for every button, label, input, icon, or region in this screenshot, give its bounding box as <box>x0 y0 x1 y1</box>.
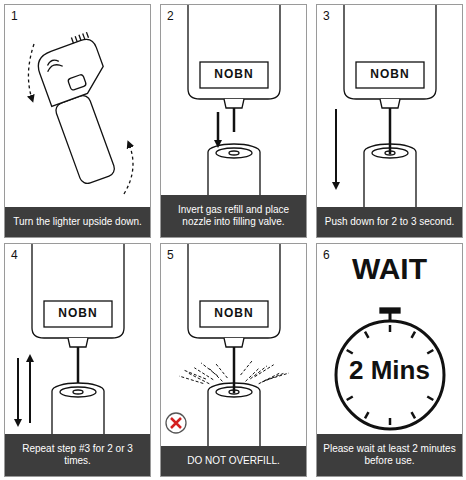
can-label <box>44 301 112 327</box>
drawing-stroke <box>45 58 63 72</box>
stopwatch-tick <box>347 350 353 354</box>
drawing-stroke <box>86 32 88 38</box>
spray-line <box>188 373 209 384</box>
nozzle <box>68 338 88 347</box>
brand-logo: NOBN <box>56 306 99 320</box>
can-label <box>200 62 268 88</box>
push-arrow <box>29 358 31 423</box>
caption-bar: Repeat step #3 for 2 or 3 times. <box>5 434 150 476</box>
spray-line <box>255 365 274 377</box>
time-label: 2 Mins <box>317 355 462 386</box>
can-label <box>356 62 424 88</box>
step-number: 2 <box>167 9 174 23</box>
drawing-stroke <box>71 38 73 44</box>
drawing-stroke <box>54 93 117 185</box>
push-arrow <box>335 109 337 186</box>
spray-line <box>259 373 280 384</box>
drawing-stroke <box>67 74 86 91</box>
step-panel: 6WAIT 2 MinsPlease wait at least 2 minute… <box>316 243 463 477</box>
drawing-stroke <box>83 33 85 39</box>
nozzle <box>224 338 244 347</box>
gas-can <box>188 5 280 99</box>
nozzle <box>224 99 244 108</box>
filling-valve <box>229 151 239 155</box>
nozzle-stem <box>389 108 392 154</box>
forbidden-mark <box>171 418 181 428</box>
filling-valve <box>216 387 252 397</box>
stopwatch-tick <box>389 418 392 425</box>
lighter-base <box>208 383 260 453</box>
push-arrow <box>217 112 220 144</box>
step-number: 5 <box>167 248 174 262</box>
rotate-arrow <box>124 144 133 194</box>
nozzle-stem <box>233 347 236 393</box>
step-panel: 3Push down for 2 to 3 second. <box>316 4 463 238</box>
nozzle-stem <box>77 347 80 383</box>
caption-bar: Turn the lighter upside down. <box>5 207 150 237</box>
spray-line <box>183 370 206 379</box>
caption-bar: DO NOT OVERFILL. <box>161 446 306 476</box>
step-number: 1 <box>11 9 18 23</box>
spray-line <box>241 361 252 375</box>
brand-logo: NOBN <box>368 67 411 81</box>
brand-logo: NOBN <box>212 306 255 320</box>
stopwatch-tick <box>412 332 416 338</box>
step-panel: 4Repeat step #3 for 2 or 3 times. <box>4 243 151 477</box>
lighter-figure <box>32 31 139 187</box>
spray-line <box>246 368 260 382</box>
forbidden-mark <box>166 413 186 433</box>
nozzle <box>380 99 400 108</box>
nozzle-stem <box>233 108 236 132</box>
brand-logo: NOBN <box>212 67 255 81</box>
drawing-stroke <box>34 36 110 106</box>
filling-valve <box>229 390 239 394</box>
caption-bar: Please wait at least 2 minutes before us… <box>317 434 462 476</box>
stopwatch-tick <box>427 350 433 354</box>
step-panel: 2Invert gas refill and place nozzle into… <box>160 4 307 238</box>
step-panel: 1Turn the lighter upside down. <box>4 4 151 238</box>
stopwatch-tick <box>365 332 369 338</box>
filling-valve <box>60 387 96 397</box>
step-number: 3 <box>323 9 330 23</box>
stopwatch-crown <box>389 313 392 321</box>
drawing-stroke <box>75 36 77 42</box>
push-arrow <box>17 358 19 423</box>
stopwatch-tick <box>365 412 369 418</box>
gas-can <box>188 244 280 338</box>
lighter-base <box>364 144 416 214</box>
filling-valve <box>372 148 408 158</box>
step-number: 6 <box>323 248 330 262</box>
caption-bar: Push down for 2 to 3 second. <box>317 207 462 237</box>
wait-heading: WAIT <box>317 252 462 286</box>
stopwatch-tick <box>427 397 433 401</box>
step-panel: 5 DO NOT OVERFILL. <box>160 243 307 477</box>
stopwatch-tick <box>412 412 416 418</box>
step-number: 4 <box>11 248 18 262</box>
stopwatch-tick <box>389 325 392 332</box>
rotate-arrow <box>28 44 34 99</box>
stopwatch-tick <box>347 397 353 401</box>
spray-line <box>179 376 203 383</box>
filling-valve <box>73 390 83 394</box>
stopwatch-crown <box>380 308 400 313</box>
can-label <box>200 301 268 327</box>
gas-can <box>344 5 436 99</box>
drawing-stroke <box>79 35 81 41</box>
filling-valve <box>385 151 395 155</box>
caption-bar: Invert gas refill and place nozzle into … <box>161 195 306 237</box>
spray-line <box>250 366 267 379</box>
spray-line <box>216 364 227 378</box>
filling-valve <box>216 148 252 158</box>
gas-can <box>32 244 124 338</box>
